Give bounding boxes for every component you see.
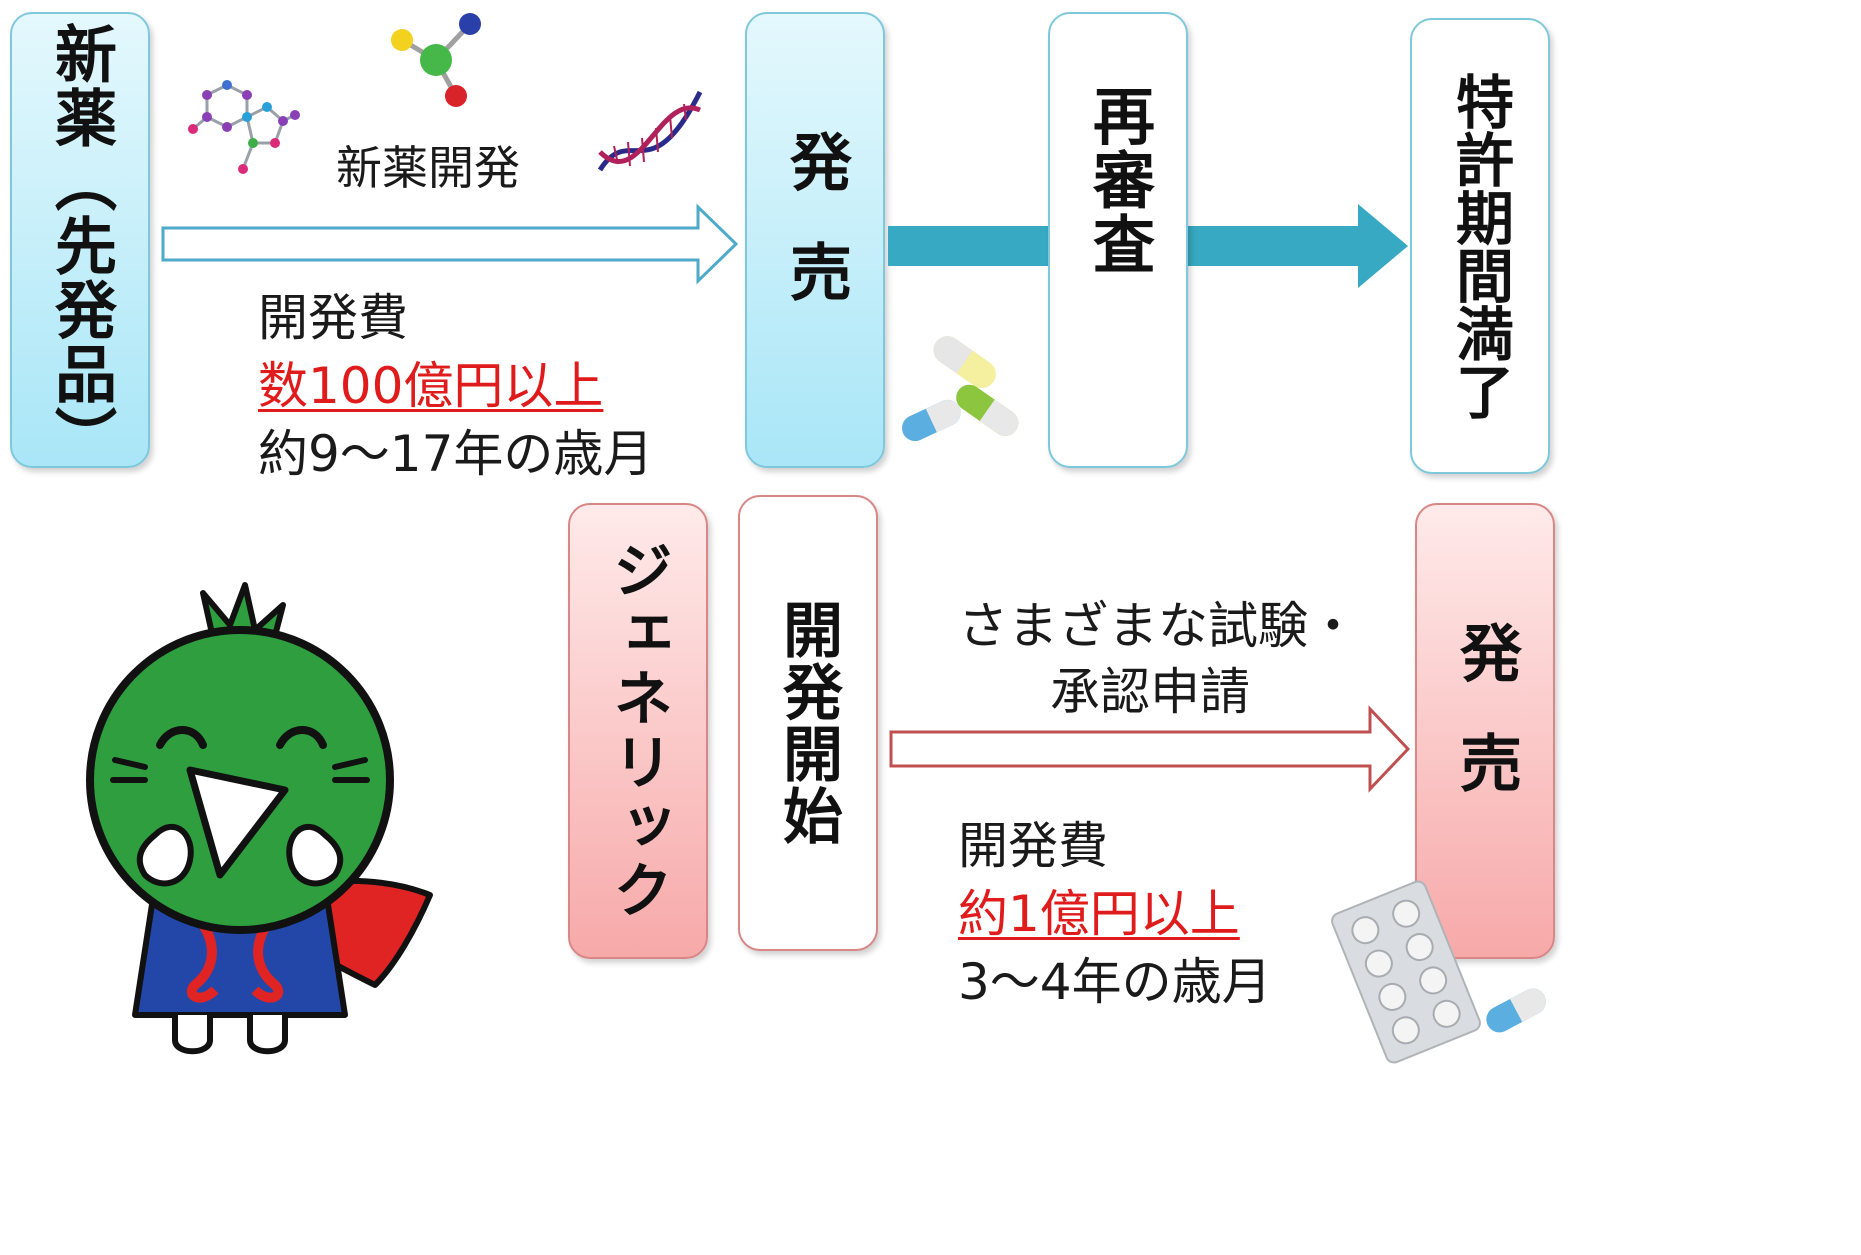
- new-drug-cost-value: 数100億円以上: [258, 357, 604, 415]
- new-drug-dev-arrow: [161, 203, 739, 285]
- molecule-icon: [188, 80, 300, 174]
- generic-label: ジェネリック: [602, 539, 673, 923]
- new-drug-box: 新薬（先発品）: [10, 12, 150, 470]
- new-drug-cost-title: 開発費: [258, 289, 408, 347]
- reexam-label: 再審査: [1082, 84, 1155, 276]
- new-drug-launch-box: 発売: [745, 12, 885, 468]
- capsule-icon: [1486, 988, 1546, 1033]
- reexam-box: 再審査: [1048, 12, 1188, 468]
- generic-cost-value: 約1億円以上: [958, 885, 1240, 943]
- generic-period: 3〜4年の歳月: [958, 953, 1272, 1011]
- generic-launch-label: 発売: [1449, 621, 1522, 841]
- dna-icon: [597, 90, 703, 172]
- capsule-icon: [902, 336, 1019, 442]
- molecule-icon: [391, 13, 481, 107]
- generic-tests-line1: さまざまな試験・: [958, 597, 1358, 655]
- new-drug-label: 新薬（先発品）: [44, 22, 117, 470]
- pill-blister-icon: [1331, 880, 1481, 1064]
- new-drug-launch-label: 発売: [779, 130, 852, 350]
- generic-tests-line2: 承認申請: [1050, 663, 1250, 721]
- generic-launch-box: 発売: [1415, 503, 1555, 959]
- generic-dev-start-label: 開発開始: [772, 599, 843, 847]
- patent-expiry-box: 特許期間満了: [1410, 18, 1550, 474]
- generic-cost-title: 開発費: [958, 817, 1108, 875]
- new-drug-dev-label: 新薬開発: [336, 141, 520, 195]
- patent-expiry-label: 特許期間満了: [1446, 72, 1514, 420]
- mascot-character: [86, 582, 433, 1055]
- new-drug-period: 約9〜17年の歳月: [258, 425, 654, 483]
- generic-dev-start-box: 開発開始: [738, 495, 878, 951]
- generic-dev-arrow: [889, 705, 1411, 793]
- generic-box: ジェネリック: [568, 503, 708, 959]
